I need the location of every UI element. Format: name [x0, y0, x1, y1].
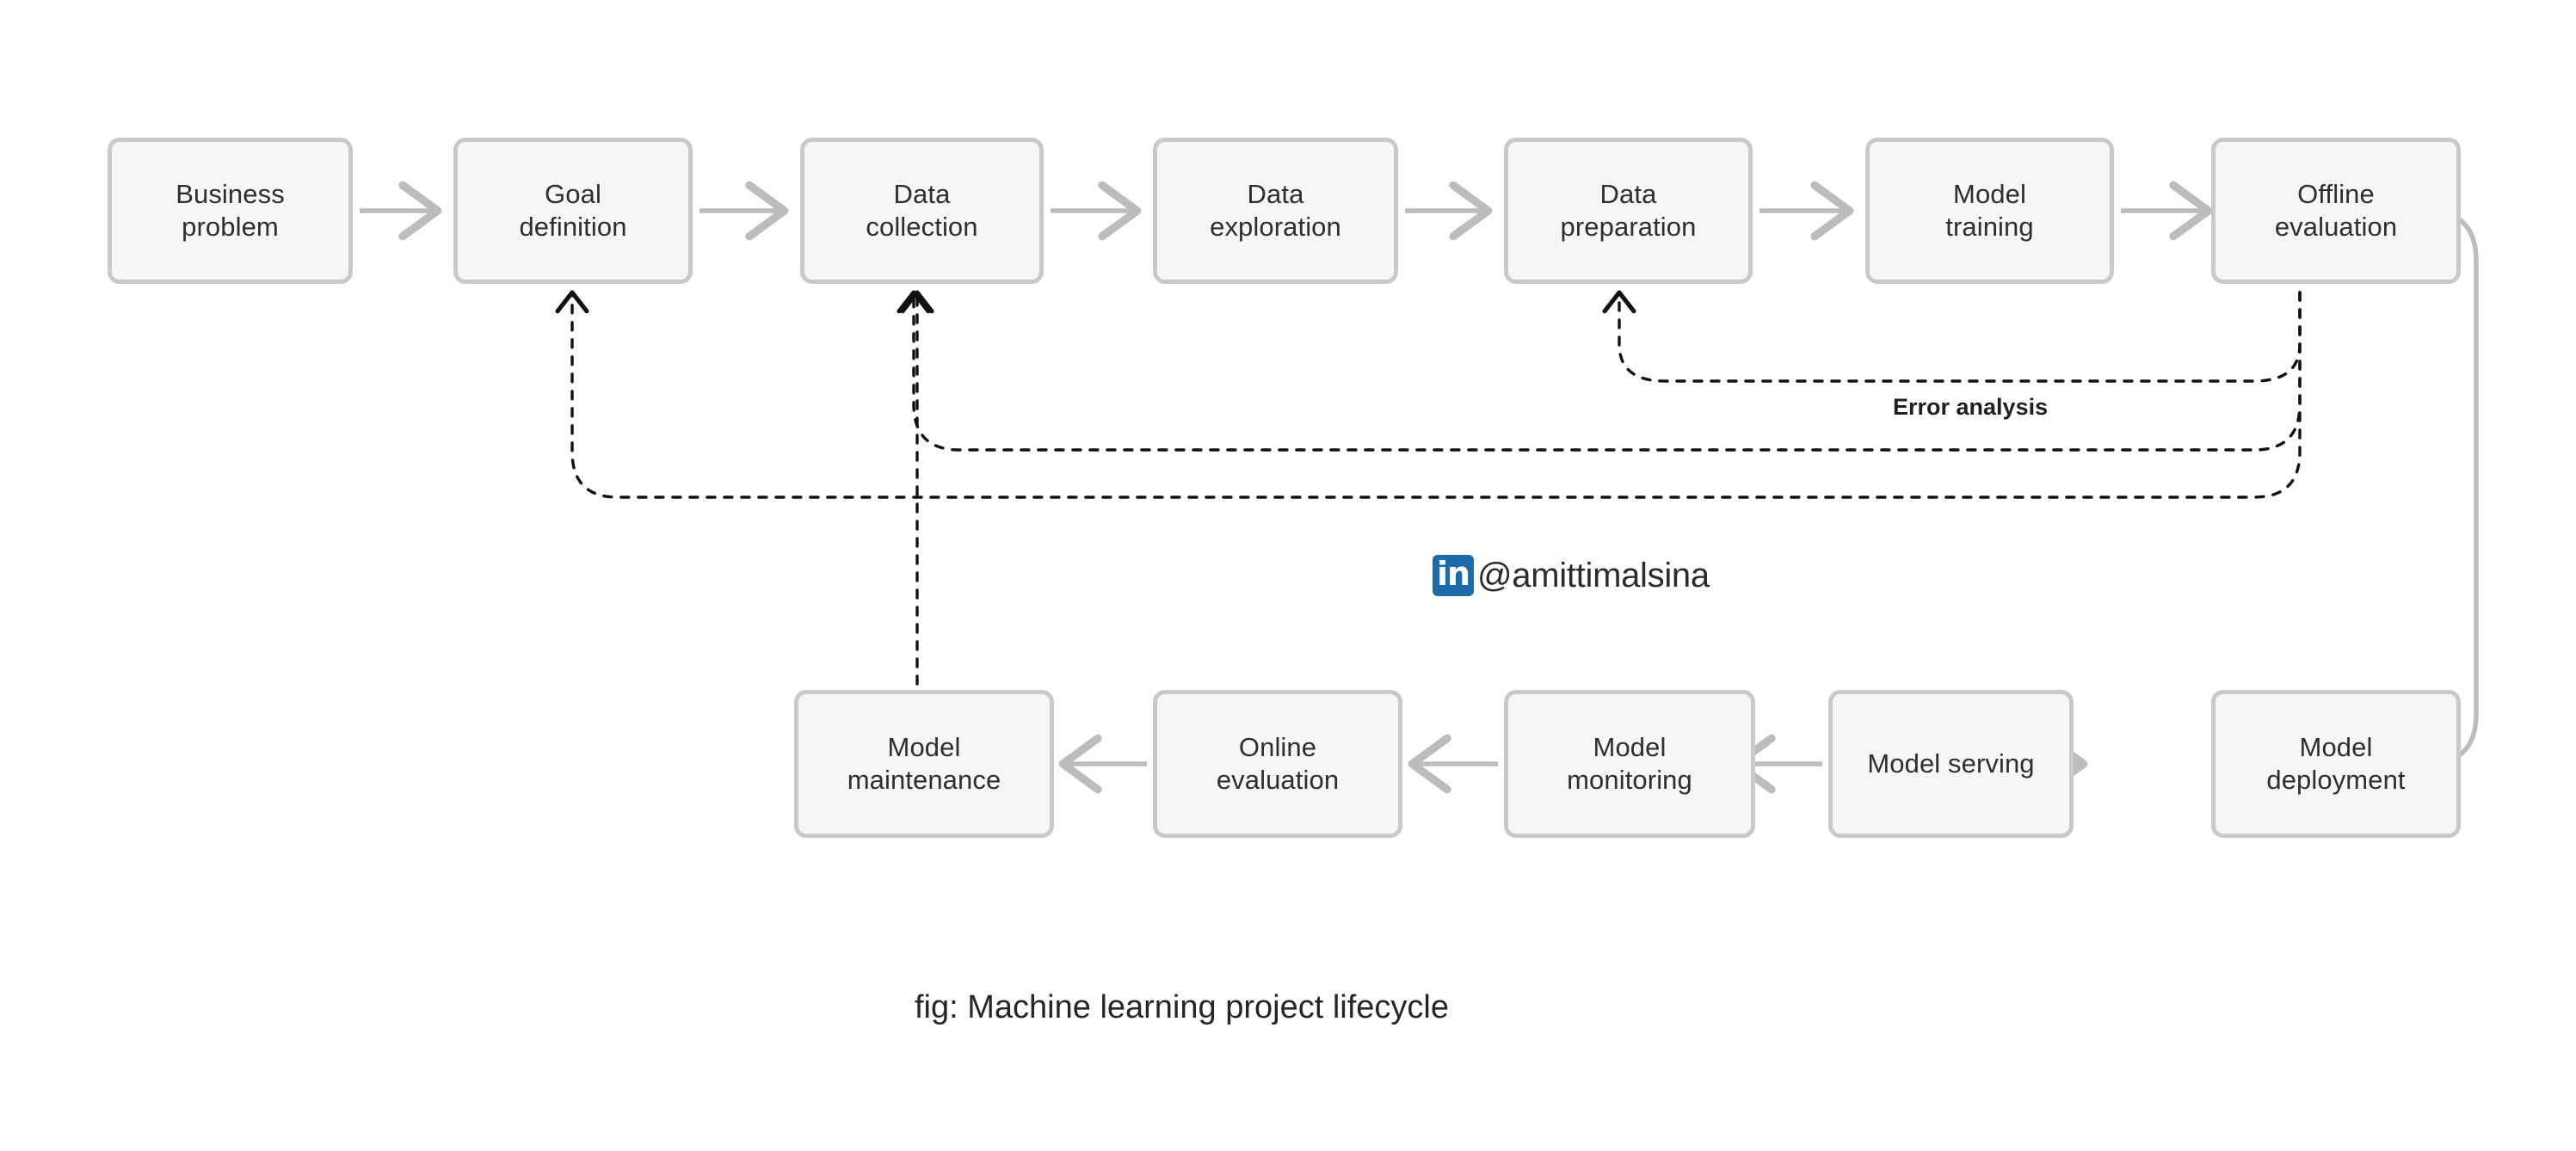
node-offline-evaluation[interactable]: Offline evaluation: [2211, 138, 2461, 284]
node-model-serving[interactable]: Model serving: [1828, 690, 2074, 838]
node-label: Data collection: [866, 179, 978, 242]
node-label: Online evaluation: [1216, 732, 1340, 795]
node-business-problem[interactable]: Business problem: [108, 138, 353, 284]
node-label: Model training: [1945, 179, 2034, 242]
node-label: Model serving: [1867, 748, 2035, 779]
loop-offline-to-deployment: [2310, 208, 2479, 794]
linkedin-icon: in: [1433, 555, 1474, 596]
node-label: Data exploration: [1210, 179, 1341, 242]
node-label: Data preparation: [1560, 179, 1697, 242]
node-model-training[interactable]: Model training: [1865, 138, 2114, 284]
node-online-evaluation[interactable]: Online evaluation: [1153, 690, 1402, 838]
node-model-maintenance[interactable]: Model maintenance: [794, 690, 1054, 838]
node-label: Business problem: [176, 179, 285, 242]
node-label: Model monitoring: [1567, 732, 1692, 795]
linkedin-handle: @amittimalsina: [1477, 556, 1710, 594]
node-label: Model maintenance: [847, 732, 1001, 795]
node-data-collection[interactable]: Data collection: [800, 138, 1044, 284]
node-label: Goal definition: [519, 179, 627, 242]
node-label: Model deployment: [2266, 732, 2406, 795]
feedback-offline-to-collection: [897, 290, 2302, 452]
node-data-preparation[interactable]: Data preparation: [1504, 138, 1753, 284]
node-data-exploration[interactable]: Data exploration: [1153, 138, 1398, 284]
feedback-offline-to-preparation: [1602, 290, 2302, 383]
feedback-offline-to-goal: [555, 290, 2302, 499]
node-model-deployment[interactable]: Model deployment: [2211, 690, 2461, 838]
node-model-monitoring[interactable]: Model monitoring: [1504, 690, 1755, 838]
node-label: Offline evaluation: [2274, 179, 2398, 242]
watermark-linkedin: in @amittimalsina: [1433, 555, 1710, 596]
figure-caption: fig: Machine learning project lifecycle: [915, 989, 1449, 1025]
edge-label-error-analysis: Error analysis: [1893, 394, 2049, 420]
node-goal-definition[interactable]: Goal definition: [453, 138, 693, 284]
